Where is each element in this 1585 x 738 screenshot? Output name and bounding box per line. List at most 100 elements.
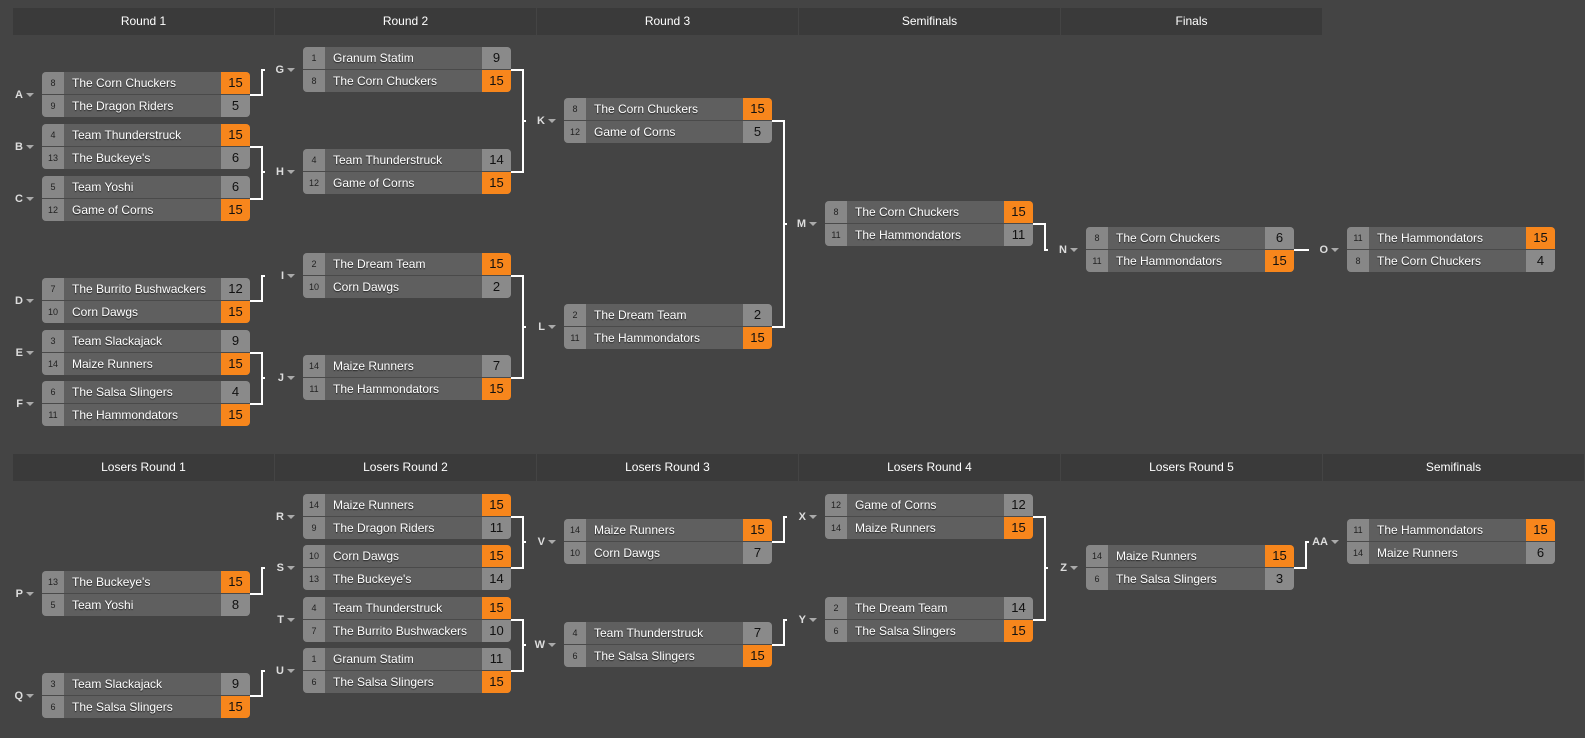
- caret-down-icon[interactable]: [26, 197, 34, 202]
- caret-down-icon[interactable]: [26, 93, 34, 98]
- match-label-m[interactable]: M: [789, 217, 817, 231]
- caret-down-icon[interactable]: [1331, 248, 1339, 253]
- match-label-s[interactable]: S: [267, 561, 295, 575]
- match-label-r[interactable]: R: [267, 510, 295, 524]
- caret-down-icon[interactable]: [548, 643, 556, 648]
- caret-down-icon[interactable]: [548, 325, 556, 330]
- caret-down-icon[interactable]: [809, 618, 817, 623]
- match-label-aa[interactable]: AA: [1311, 535, 1339, 549]
- caret-down-icon[interactable]: [287, 68, 295, 73]
- match-label-o[interactable]: O: [1311, 243, 1339, 257]
- match-label-g[interactable]: G: [267, 63, 295, 77]
- caret-down-icon[interactable]: [809, 222, 817, 227]
- caret-down-icon[interactable]: [548, 119, 556, 124]
- caret-down-icon[interactable]: [26, 402, 34, 407]
- match-label-l[interactable]: L: [528, 320, 556, 334]
- match-label-p[interactable]: P: [6, 587, 34, 601]
- match-label-w[interactable]: W: [528, 638, 556, 652]
- match-label-z[interactable]: Z: [1050, 561, 1078, 575]
- caret-down-icon[interactable]: [26, 351, 34, 356]
- caret-down-icon[interactable]: [26, 592, 34, 597]
- caret-down-icon[interactable]: [1331, 540, 1339, 545]
- match-label-u[interactable]: U: [267, 664, 295, 678]
- match-label-f[interactable]: F: [6, 397, 34, 411]
- caret-down-icon[interactable]: [287, 170, 295, 175]
- match-label-n[interactable]: N: [1050, 243, 1078, 257]
- match-label-e[interactable]: E: [6, 346, 34, 360]
- match-label-j[interactable]: J: [267, 371, 295, 385]
- caret-down-icon[interactable]: [809, 515, 817, 520]
- caret-down-icon[interactable]: [548, 540, 556, 545]
- caret-down-icon[interactable]: [1070, 248, 1078, 253]
- match-label-d[interactable]: D: [6, 294, 34, 308]
- match-label-t[interactable]: T: [267, 613, 295, 627]
- caret-down-icon[interactable]: [26, 299, 34, 304]
- match-label-a[interactable]: A: [6, 88, 34, 102]
- caret-down-icon[interactable]: [26, 694, 34, 699]
- match-label-i[interactable]: I: [267, 269, 295, 283]
- caret-down-icon[interactable]: [287, 618, 295, 623]
- match-label-h[interactable]: H: [267, 165, 295, 179]
- caret-down-icon[interactable]: [287, 515, 295, 520]
